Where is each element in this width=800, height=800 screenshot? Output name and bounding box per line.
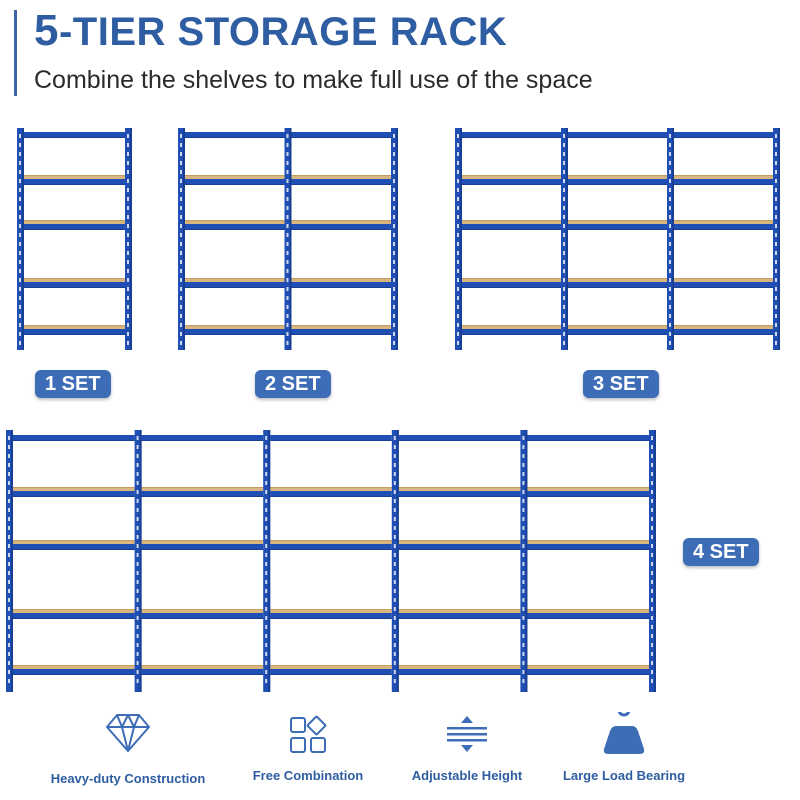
rack-shelf (185, 132, 285, 138)
rack-shelf (291, 325, 391, 335)
rack-shelf (141, 540, 264, 550)
rack-post (667, 128, 674, 350)
rack-1-set (17, 128, 132, 350)
rack-shelf (13, 540, 135, 550)
rack-drawing (17, 128, 132, 350)
rack-shelf (568, 132, 667, 138)
rack-shelf (291, 132, 391, 138)
rack-shelf (24, 175, 125, 185)
rack-shelf (24, 132, 125, 138)
rack-shelf (527, 609, 649, 619)
rack-shelf (398, 665, 521, 675)
rack-post (773, 128, 780, 350)
feature-label-large-load: Large Load Bearing (562, 768, 686, 783)
rack-post (561, 128, 568, 350)
rack-post (520, 430, 528, 692)
rack-3-set (455, 128, 780, 350)
title-lead: 5 (34, 6, 59, 55)
rack-shelf (291, 278, 391, 288)
rack-shelf (398, 540, 521, 550)
rack-drawing (455, 128, 780, 350)
rack-shelf (568, 220, 667, 230)
diamond-icon (106, 714, 150, 752)
grid-icon (290, 715, 327, 753)
feature-label-heavy-duty: Heavy-duty Construction (50, 771, 206, 786)
rack-shelf (462, 132, 561, 138)
rack-shelf (24, 325, 125, 335)
rack-shelf (568, 325, 667, 335)
rack-shelf (568, 278, 667, 288)
rack-shelf (24, 278, 125, 288)
feature-heavy-duty: Heavy-duty Construction (43, 712, 213, 786)
rack-shelf (398, 435, 521, 441)
rack-shelf (674, 175, 773, 185)
rack-drawing (178, 128, 398, 350)
rack-post (178, 128, 185, 350)
rack-post (134, 430, 142, 692)
rack-post (6, 430, 13, 692)
rack-4-set (6, 430, 656, 692)
rack-shelf (270, 435, 392, 441)
rack-shelf (462, 325, 561, 335)
page-subtitle: Combine the shelves to make full use of … (34, 66, 593, 94)
adjust-height-icon (447, 716, 487, 752)
rack-shelf (270, 609, 392, 619)
title-accent-bar (14, 10, 17, 96)
rack-post (391, 430, 399, 692)
rack-shelf (270, 540, 392, 550)
rack-post (263, 430, 271, 692)
rack-post (649, 430, 656, 692)
rack-shelf (24, 220, 125, 230)
rack-shelf (141, 435, 264, 441)
rack-shelf (398, 609, 521, 619)
rack-shelf (185, 175, 285, 185)
badge-4-set: 4 SET (683, 538, 759, 566)
rack-shelf (13, 487, 135, 497)
feature-label-adjustable-height: Adjustable Height (411, 768, 523, 783)
rack-shelf (270, 665, 392, 675)
weight-icon (603, 712, 645, 754)
rack-shelf (527, 540, 649, 550)
rack-shelf (291, 220, 391, 230)
feature-adjustable-height: Adjustable Height (382, 714, 552, 783)
badge-1-set: 1 SET (35, 370, 111, 398)
feature-free-combination: Free Combination (223, 715, 393, 783)
feature-label-free-combination: Free Combination (252, 768, 364, 783)
rack-shelf (462, 220, 561, 230)
rack-shelf (291, 175, 391, 185)
rack-shelf (462, 175, 561, 185)
rack-shelf (270, 487, 392, 497)
rack-shelf (141, 609, 264, 619)
rack-shelf (527, 487, 649, 497)
rack-shelf (13, 609, 135, 619)
badge-3-set: 3 SET (583, 370, 659, 398)
rack-post (455, 128, 462, 350)
page-title: 5-TIER STORAGE RACK (34, 6, 507, 56)
rack-post (284, 128, 292, 350)
rack-shelf (462, 278, 561, 288)
rack-shelf (13, 435, 135, 441)
rack-post (17, 128, 24, 350)
badge-2-set: 2 SET (255, 370, 331, 398)
rack-2-set (178, 128, 398, 350)
rack-post (391, 128, 398, 350)
rack-shelf (398, 487, 521, 497)
rack-shelf (674, 325, 773, 335)
rack-drawing (6, 430, 656, 692)
rack-shelf (527, 435, 649, 441)
rack-shelf (674, 278, 773, 288)
rack-shelf (527, 665, 649, 675)
rack-shelf (568, 175, 667, 185)
rack-shelf (185, 325, 285, 335)
rack-shelf (141, 487, 264, 497)
rack-shelf (674, 132, 773, 138)
rack-shelf (185, 278, 285, 288)
rack-shelf (13, 665, 135, 675)
rack-shelf (674, 220, 773, 230)
title-rest: -TIER STORAGE RACK (58, 10, 508, 54)
rack-shelf (185, 220, 285, 230)
rack-post (125, 128, 132, 350)
feature-large-load: Large Load Bearing (539, 712, 709, 783)
rack-shelf (141, 665, 264, 675)
